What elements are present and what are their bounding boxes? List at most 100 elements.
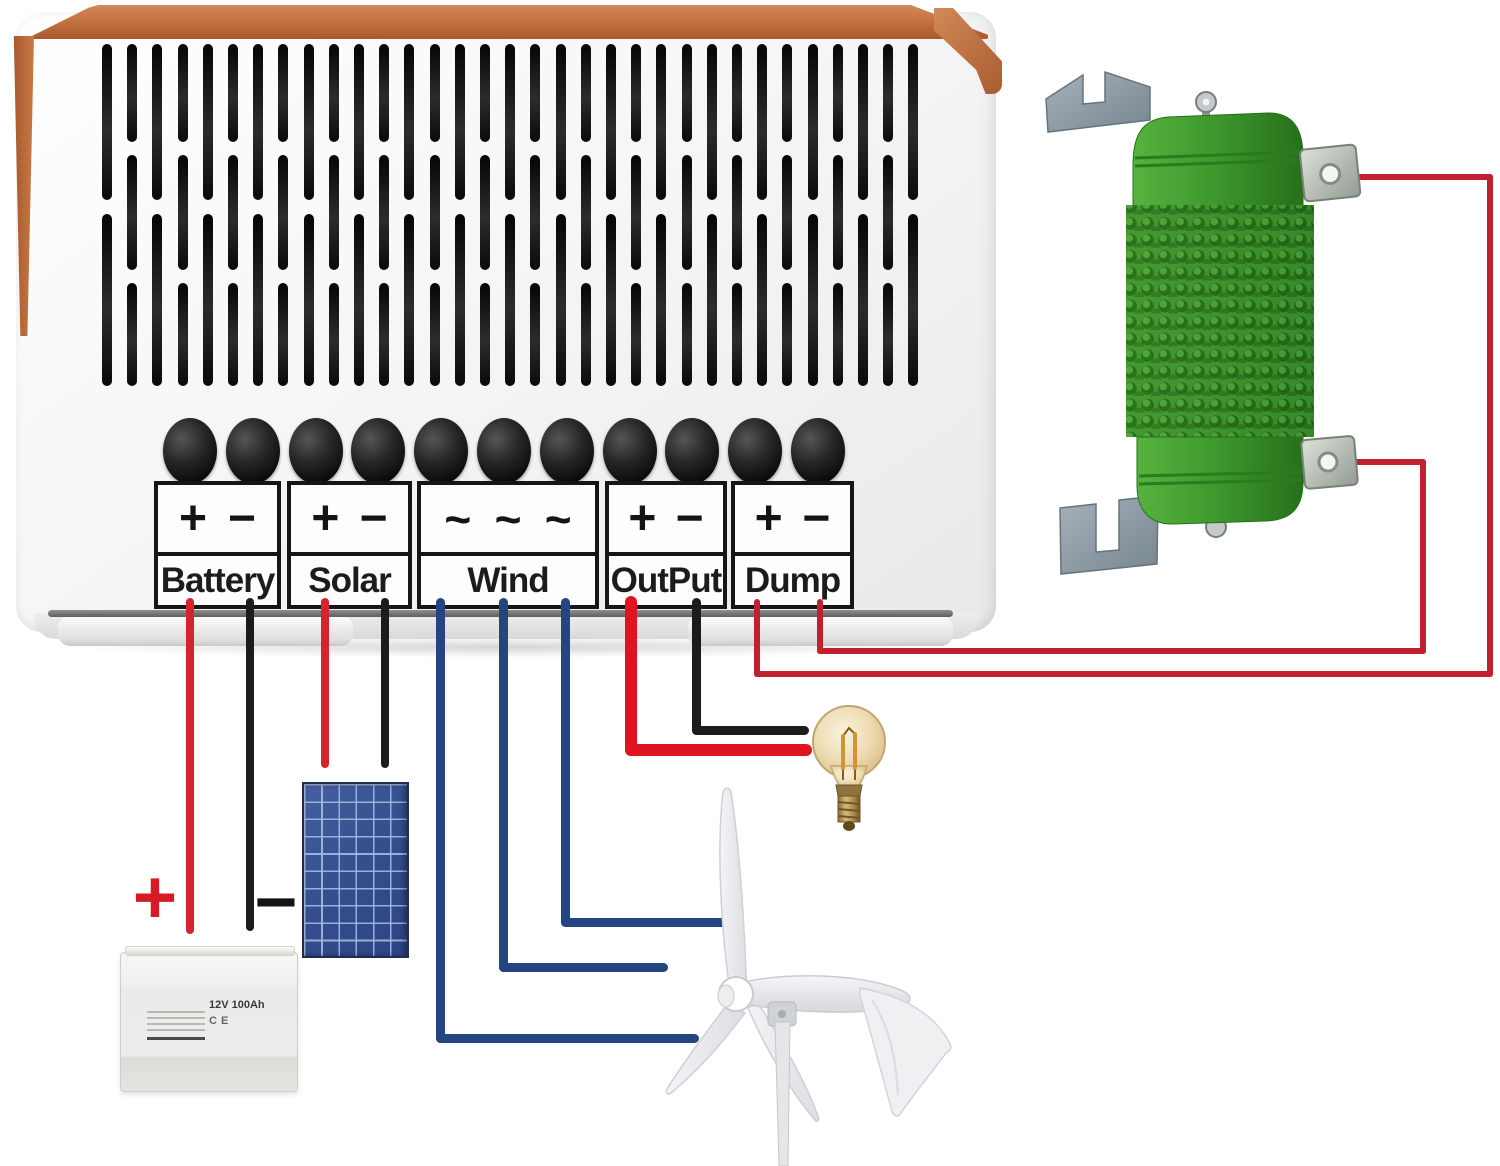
terminal-name: Solar bbox=[308, 560, 392, 600]
vent-slot bbox=[555, 44, 566, 200]
controller-foot-left bbox=[58, 616, 353, 646]
battery-positive-marker: + bbox=[132, 855, 178, 940]
wire-dump-positive bbox=[754, 599, 760, 677]
battery-fine-print-underline bbox=[147, 1037, 205, 1040]
wire-dump-negative bbox=[817, 599, 823, 654]
bulb-filament-rod bbox=[853, 732, 857, 770]
vent-slot bbox=[429, 283, 440, 386]
terminal-symbol: ~ bbox=[444, 492, 472, 545]
vent-slot bbox=[908, 44, 919, 200]
vent-slot bbox=[530, 44, 541, 142]
terminal-symbol: ~ bbox=[494, 492, 522, 545]
resistor-top-lug bbox=[1299, 143, 1362, 203]
vent-slot bbox=[127, 283, 138, 386]
wire-output-positive bbox=[625, 744, 812, 756]
turbine-nose-cone bbox=[717, 984, 735, 1008]
terminal-name-row: Battery bbox=[158, 556, 277, 605]
terminal-symbol: − bbox=[227, 491, 256, 545]
terminal-screw bbox=[791, 418, 845, 484]
wire-dump-positive bbox=[1331, 174, 1493, 180]
vent-slot bbox=[404, 214, 415, 386]
wire-wind-phase-3 bbox=[560, 917, 731, 927]
terminal-symbol: ~ bbox=[544, 492, 572, 545]
wire-wind-phase-3 bbox=[560, 597, 570, 927]
vent-slot bbox=[883, 283, 894, 386]
turbine-blade-up bbox=[719, 787, 748, 999]
vent-slot bbox=[832, 44, 843, 142]
wind-turbine bbox=[665, 787, 952, 1166]
wire-dump-negative bbox=[1327, 459, 1426, 465]
terminal-group-dump: +−Dump bbox=[731, 481, 854, 609]
terminal-symbols: +− bbox=[735, 485, 850, 556]
wire-output-negative bbox=[691, 725, 809, 735]
vent-slot bbox=[480, 155, 490, 270]
vent-slot bbox=[631, 44, 642, 142]
vent-slot bbox=[152, 214, 163, 386]
vent-slot bbox=[681, 44, 692, 142]
terminal-symbol: − bbox=[802, 491, 831, 545]
terminal-group-solar: +− Solar bbox=[287, 481, 412, 609]
vent-slot bbox=[580, 44, 591, 142]
terminal-screw bbox=[728, 418, 783, 484]
terminal-screw bbox=[665, 418, 720, 484]
terminal-symbol: − bbox=[359, 491, 388, 545]
terminal-name-row: Dump bbox=[735, 556, 850, 605]
vent-slot bbox=[757, 214, 768, 386]
vent-slot bbox=[832, 155, 843, 270]
wire-dump-positive bbox=[754, 671, 1493, 677]
vent-slot bbox=[202, 44, 213, 200]
light-bulb bbox=[812, 705, 886, 831]
vent-slot bbox=[354, 214, 364, 386]
battery-negative-marker: − bbox=[254, 860, 298, 943]
turbine-pole bbox=[774, 1021, 791, 1166]
vent-slot bbox=[328, 44, 339, 142]
vent-slot bbox=[530, 155, 541, 270]
wire-wind-phase-1 bbox=[435, 597, 445, 1043]
orange-top-trim bbox=[26, 5, 988, 39]
battery-cert-marks: CE bbox=[209, 1015, 233, 1027]
resistor-bottom-bracket bbox=[1059, 495, 1159, 575]
vent-slot bbox=[454, 214, 465, 386]
vent-slot bbox=[278, 155, 289, 270]
vent-slot bbox=[606, 44, 616, 200]
vent-slot bbox=[278, 283, 289, 386]
vent-slot bbox=[505, 214, 516, 386]
vent-slot bbox=[328, 155, 339, 270]
vent-slot bbox=[480, 44, 490, 142]
terminal-group-output: +−OutPut bbox=[605, 481, 727, 609]
turbine-yaw-bolt bbox=[778, 1010, 786, 1018]
dump-load-resistor bbox=[1045, 70, 1362, 575]
vent-slot bbox=[202, 214, 213, 386]
battery: 12V 100Ah CE bbox=[120, 946, 298, 1092]
vent-slot bbox=[757, 44, 768, 200]
vent-slot bbox=[228, 283, 238, 386]
vent-slot bbox=[858, 214, 868, 386]
vent-slot bbox=[732, 155, 742, 270]
vent-slot bbox=[555, 214, 566, 386]
terminal-screw bbox=[539, 418, 594, 484]
wire-battery-positive bbox=[186, 598, 194, 934]
terminal-screw bbox=[288, 418, 343, 484]
vent-slot bbox=[429, 44, 440, 142]
battery-handle bbox=[125, 946, 295, 956]
wire-solar-negative bbox=[381, 598, 389, 768]
vent-slot bbox=[253, 44, 264, 200]
resistor-bottom-lug bbox=[1300, 435, 1359, 490]
terminal-symbols: ~ ~ ~ bbox=[421, 485, 595, 556]
terminal-name: Dump bbox=[744, 560, 841, 600]
vent-slot bbox=[354, 44, 364, 200]
vent-slot bbox=[228, 44, 238, 142]
turbine-tail-fin bbox=[859, 987, 952, 1117]
vent-slot bbox=[379, 283, 390, 386]
vent-slot bbox=[404, 44, 415, 200]
resistor-top-bracket bbox=[1045, 70, 1151, 133]
terminal-name: Battery bbox=[160, 560, 276, 600]
wire-wind-phase-2 bbox=[498, 597, 508, 972]
terminal-name-row: OutPut bbox=[609, 556, 723, 605]
vent-slot bbox=[782, 283, 793, 386]
bulb-filament-rod bbox=[841, 734, 845, 770]
solar-panel bbox=[302, 782, 409, 958]
orange-left-trim bbox=[13, 36, 34, 336]
vent-slot bbox=[580, 155, 591, 270]
terminal-symbol: + bbox=[311, 491, 340, 545]
